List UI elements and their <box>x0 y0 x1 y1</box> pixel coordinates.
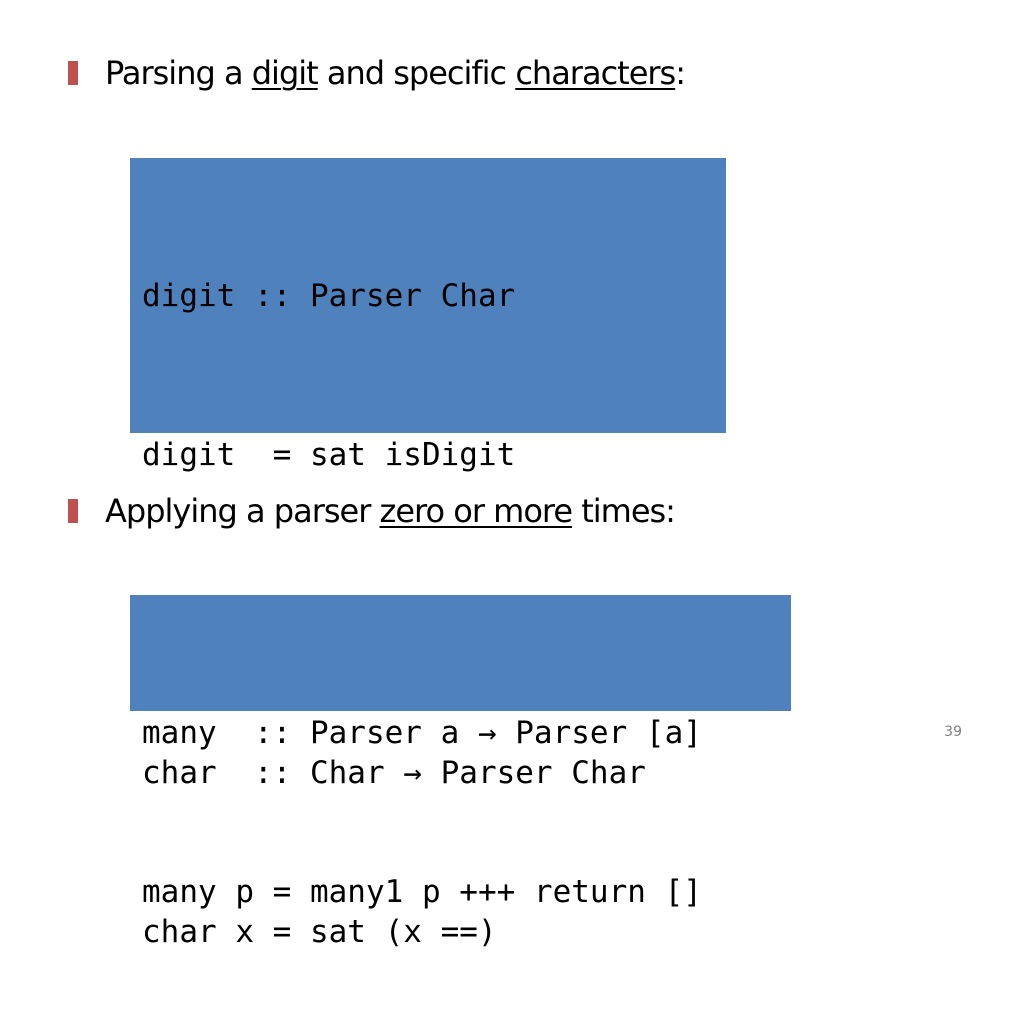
code-block-digit-char: digit :: Parser Char digit = sat isDigit… <box>130 158 726 950</box>
code-line: many :: Parser a → Parser [a] <box>142 715 702 751</box>
bullet-text-part: Parsing a <box>105 54 252 92</box>
code-block-many: many :: Parser a → Parser [a] many p = m… <box>130 595 791 910</box>
underlined-term-digit: digit <box>251 54 319 92</box>
bullet-text-part: times: <box>572 492 676 530</box>
bullet-parsing-digit: Parsing a digit and specific characters: <box>68 53 686 93</box>
code-line: digit = sat isDigit <box>142 437 516 473</box>
underlined-term-characters: characters <box>515 54 676 92</box>
page-number: 39 <box>944 724 962 740</box>
bullet-applying-parser: Applying a parser zero or more times: <box>68 491 676 531</box>
bullet-text-part: Applying a parser <box>105 492 380 530</box>
underlined-term-zero-or-more: zero or more <box>379 492 573 530</box>
bullet-marker-icon <box>68 61 78 85</box>
code-line: many p = many1 p +++ return [] <box>142 874 702 910</box>
bullet-text-part: and specific <box>317 54 516 92</box>
bullet-text: Parsing a digit and specific characters: <box>105 53 686 93</box>
bullet-marker-icon <box>68 499 78 523</box>
code-line: digit :: Parser Char <box>142 278 516 314</box>
bullet-text: Applying a parser zero or more times: <box>105 491 676 531</box>
bullet-text-part: : <box>675 54 686 92</box>
